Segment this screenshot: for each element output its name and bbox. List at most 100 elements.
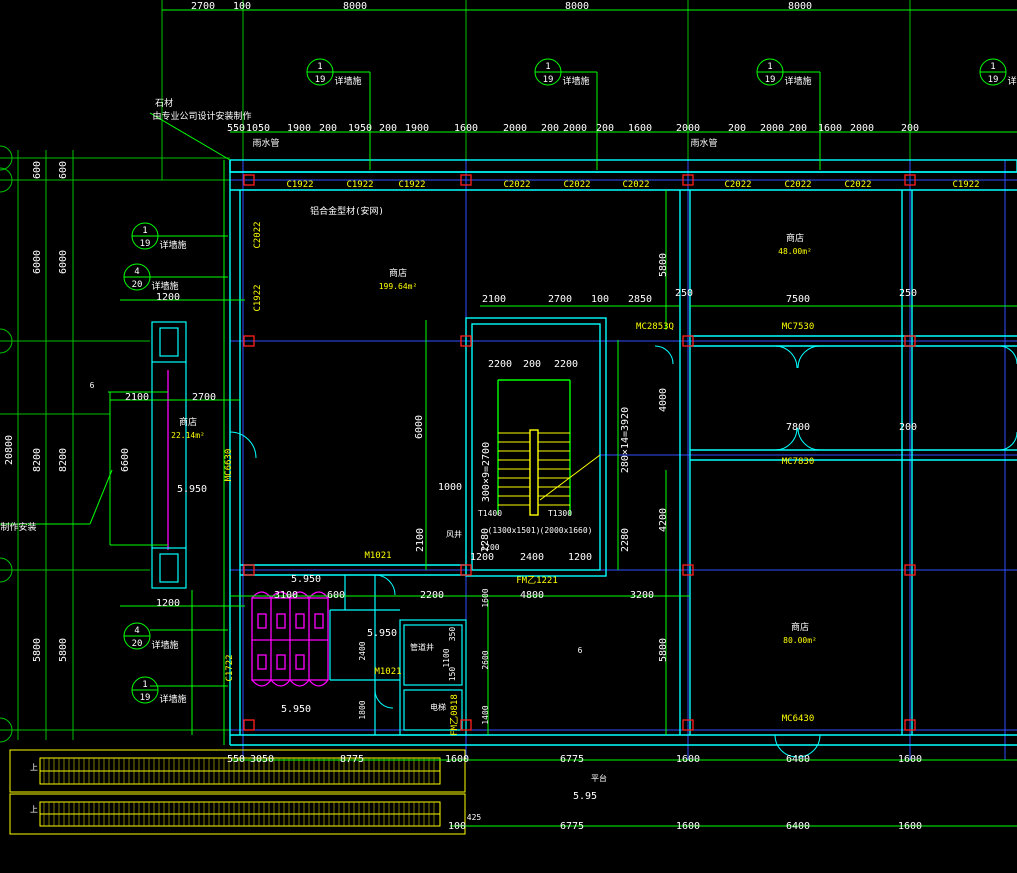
door-tag: MC6430 (782, 714, 815, 724)
window-tag: C1722 (225, 654, 235, 681)
top-dimension-label: 2000 (676, 123, 700, 134)
window-tag: C1922 (952, 180, 979, 190)
interior-dimension: 4000 (658, 388, 669, 412)
left-dimension: 8200 (58, 448, 69, 472)
detail-ref-number: 4 (134, 626, 139, 636)
note-rain-pipe: 雨水管 (252, 137, 279, 149)
top-dimension-label: 1600 (454, 123, 478, 134)
interior-dimension: 2100 (415, 528, 426, 552)
interior-dimension: 4200 (658, 508, 669, 532)
left-dimension: 600 (32, 161, 43, 179)
interior-dimension: 4800 (520, 590, 544, 601)
room-area: 80.00m² (783, 636, 817, 645)
top-dimension-label: 200 (901, 123, 919, 134)
detail-ref-label: 详墙施 (159, 239, 186, 251)
window-tag: C1922 (398, 180, 425, 190)
interior-dimension: 2200 (488, 359, 512, 370)
bottom-dimension: 8775 (340, 754, 364, 765)
detail-ref-label: 详墙施 (1007, 75, 1017, 87)
note-alu-window: 铝合金型材(安网) (310, 205, 384, 217)
detail-ref-number: 1 (545, 62, 550, 72)
interior-dimension: 600 (327, 590, 345, 601)
door-tag: MC7530 (782, 322, 815, 332)
misc-label: 6 (90, 381, 95, 390)
level-mark: 5.950 (177, 484, 207, 495)
bottom-dimension: 100 (448, 821, 466, 832)
note-stone-detail: 由专业公司设计安装制作 (152, 110, 251, 122)
top-dimension-label: 200 (541, 123, 559, 134)
interior-dimension: 7500 (786, 294, 810, 305)
level-mark: 5.950 (281, 704, 311, 715)
note-side: 计制作安装 (0, 521, 37, 533)
door-tag: FM乙0818 (449, 694, 460, 736)
misc-label: 上 (30, 805, 38, 814)
misc-label: 风井 (446, 529, 462, 539)
door-swings (229, 345, 1017, 758)
misc-label: (2000x1660) (540, 526, 593, 535)
top-dimension-label: 200 (596, 123, 614, 134)
misc-label: 1400 (481, 705, 490, 724)
misc-label: 350 (448, 627, 457, 642)
top-dimension-label: 2000 (563, 123, 587, 134)
interior-dimension: 2700 (192, 392, 216, 403)
bottom-dimension: 1600 (898, 754, 922, 765)
stair-core (465, 317, 607, 577)
interior-dimension: 7800 (786, 422, 810, 433)
detail-ref-sheet: 19 (988, 75, 999, 85)
misc-label: (1300x1501) (488, 526, 541, 535)
room-name: 商店 (791, 621, 809, 633)
misc-label: 2600 (481, 650, 490, 669)
bottom-dimension: 3050 (250, 754, 274, 765)
bottom-dimension: 550 (227, 754, 245, 765)
detail-ref-number: 1 (767, 62, 772, 72)
bottom-dimension: 6775 (560, 754, 584, 765)
top-dimension-label: 8000 (788, 1, 812, 12)
interior-dimension: 250 (899, 288, 917, 299)
level-mark: 5.950 (291, 574, 321, 585)
misc-label: 1100 (442, 648, 451, 667)
columns (243, 174, 916, 731)
misc-label: T1300 (548, 509, 572, 518)
window-tag: C2022 (784, 180, 811, 190)
note-rain-pipe: 雨水管 (690, 137, 717, 149)
interior-dimension: 1200 (156, 598, 180, 609)
bottom-dimension: 1600 (898, 821, 922, 832)
window-tag: C2022 (253, 221, 263, 248)
top-dimension-label: 8000 (343, 1, 367, 12)
detail-ref-label: 详墙施 (334, 75, 361, 87)
left-dimension: 6000 (58, 250, 69, 274)
window-tag: C1922 (253, 284, 263, 311)
misc-label: 平台 (591, 773, 607, 783)
interior-dimension: 2100 (482, 294, 506, 305)
detail-ref-label: 详墙施 (151, 280, 178, 292)
window-tag: C1922 (286, 180, 313, 190)
interior-dimension: 250 (675, 288, 693, 299)
service-block (329, 575, 467, 736)
detail-ref-number: 1 (990, 62, 995, 72)
misc-label: 管道井 (410, 642, 434, 652)
interior-dimension: 1200 (568, 552, 592, 563)
room-name: 商店 (389, 267, 407, 279)
detail-ref-number: 1 (317, 62, 322, 72)
interior-dimension: 2200 (420, 590, 444, 601)
interior-dimension: 2200 (554, 359, 578, 370)
top-dimension-label: 8000 (565, 1, 589, 12)
exterior-walls (229, 159, 1017, 746)
interior-dimension: 1200 (470, 552, 494, 563)
interior-dimension: 6000 (414, 415, 425, 439)
interior-dimension: 6600 (120, 448, 131, 472)
left-dimension: 5800 (58, 638, 69, 662)
left-bay (151, 321, 187, 589)
level-mark: 5.950 (367, 628, 397, 639)
interior-dimension: 2850 (628, 294, 652, 305)
top-dimension-label: 200 (728, 123, 746, 134)
bottom-dimension: 1600 (445, 754, 469, 765)
top-dimension-label: 200 (789, 123, 807, 134)
interior-dimension: 1200 (156, 292, 180, 303)
top-dimension-label: 100 (233, 1, 251, 12)
detail-ref-label: 详墙施 (562, 75, 589, 87)
detail-ref-sheet: 19 (765, 75, 776, 85)
